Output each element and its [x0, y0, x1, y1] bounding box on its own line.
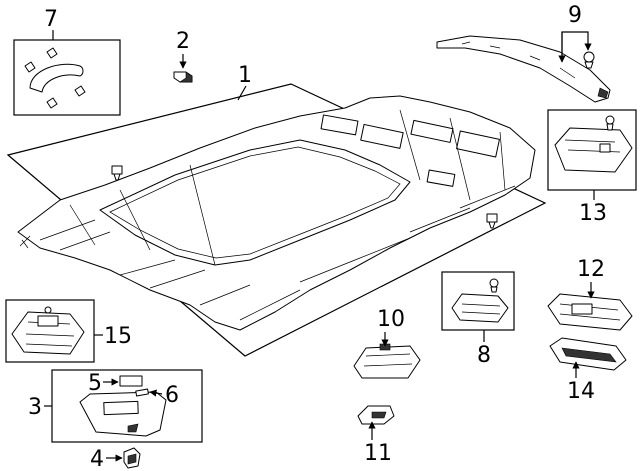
callout-13: 13	[579, 201, 607, 226]
clip-icon	[486, 213, 498, 229]
part-8-map-lamp	[451, 278, 509, 323]
part-10-console-lamp	[353, 343, 421, 379]
part-14-lens	[549, 337, 627, 371]
callout-15: 15	[104, 324, 132, 349]
callout-3: 3	[28, 395, 42, 420]
part-7-grab-handle	[24, 47, 86, 109]
callout-10: 10	[377, 307, 405, 332]
part-6-clip	[135, 388, 149, 397]
callout-12: 12	[577, 257, 605, 282]
part-15-overhead-console	[11, 306, 85, 355]
part-7-box	[13, 39, 121, 116]
callout-9: 9	[568, 3, 582, 28]
part-13-dome-lamp	[554, 115, 633, 173]
callout-11: 11	[364, 441, 392, 466]
clip-icon	[583, 51, 595, 69]
part-11-small-lens	[357, 405, 395, 425]
callout-7: 7	[44, 7, 58, 32]
callout-2: 2	[176, 29, 190, 54]
callout-4: 4	[90, 447, 104, 471]
part-12-lamp-housing	[547, 293, 633, 331]
headliner-panel	[6, 83, 547, 357]
callout-8: 8	[477, 343, 491, 368]
clip-icon	[111, 165, 123, 181]
callout-14: 14	[567, 379, 595, 404]
part-5-vanity-cover	[119, 375, 143, 387]
part-9-trim-strip	[436, 35, 611, 103]
callout-5: 5	[88, 371, 102, 396]
part-4-visor-clip	[123, 447, 141, 469]
callout-6: 6	[165, 383, 179, 408]
part-3-sun-visor	[79, 391, 167, 437]
part-2-clip	[173, 71, 193, 83]
callout-1: 1	[238, 63, 252, 88]
